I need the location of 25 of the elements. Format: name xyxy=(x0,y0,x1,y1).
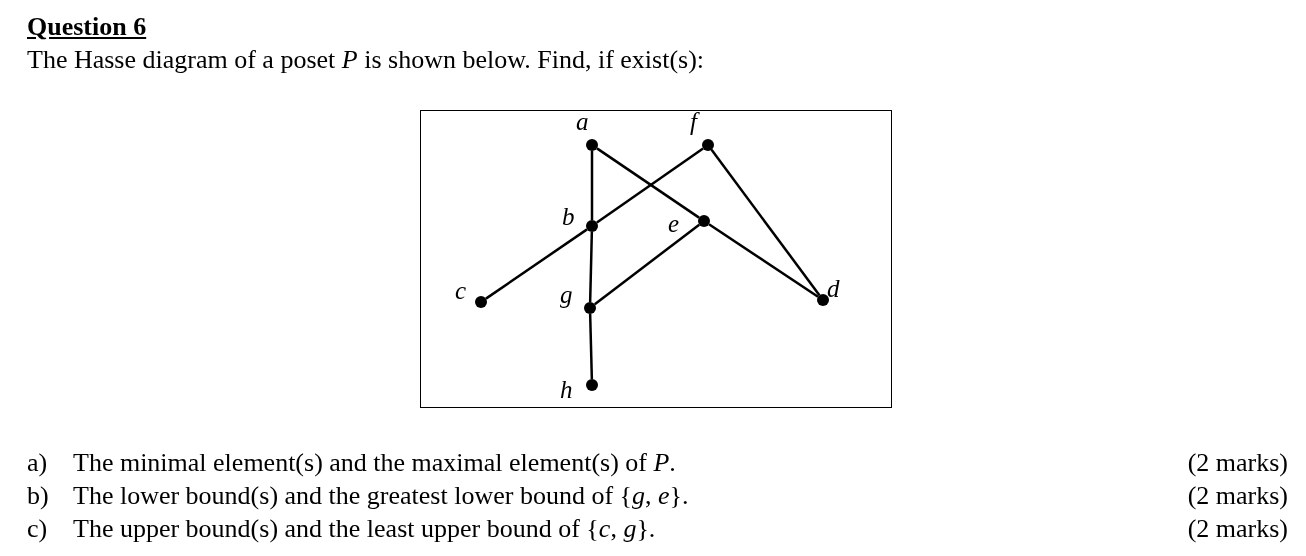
vertex-label: d xyxy=(827,276,840,302)
instruction-text: The Hasse diagram of a poset P is shown below. Find, if exist(s): xyxy=(27,45,705,75)
hasse-edge xyxy=(588,313,594,380)
hasse-edge xyxy=(708,223,819,298)
marks-text: (2 marks) xyxy=(1187,448,1288,478)
hasse-edge xyxy=(485,228,588,300)
vertex-label: h xyxy=(560,377,573,403)
item-letter: b) xyxy=(27,481,49,511)
question-text: The lower bound(s) and the greatest lower bound of {g, e}. xyxy=(73,481,689,511)
question-title: Question 6 xyxy=(27,12,147,42)
question-text: The upper bound(s) and the least upper bound of {c, g}. xyxy=(73,514,656,544)
item-letter: c) xyxy=(27,514,48,544)
hasse-edge xyxy=(710,149,821,296)
hasse-edge xyxy=(594,223,700,306)
vertex-label: c xyxy=(455,278,467,304)
question-text: The minimal element(s) and the maximal element(s) of P. xyxy=(73,448,676,478)
marks-text: (2 marks) xyxy=(1187,481,1288,511)
vertex-label: g xyxy=(560,282,573,308)
vertex-label: e xyxy=(668,211,680,237)
item-letter: a) xyxy=(27,448,48,478)
hasse-edge xyxy=(590,151,594,220)
vertex-label: b xyxy=(562,204,575,230)
vertex-label: a xyxy=(576,109,589,135)
marks-text: (2 marks) xyxy=(1187,514,1288,544)
hasse-edge xyxy=(588,231,594,303)
